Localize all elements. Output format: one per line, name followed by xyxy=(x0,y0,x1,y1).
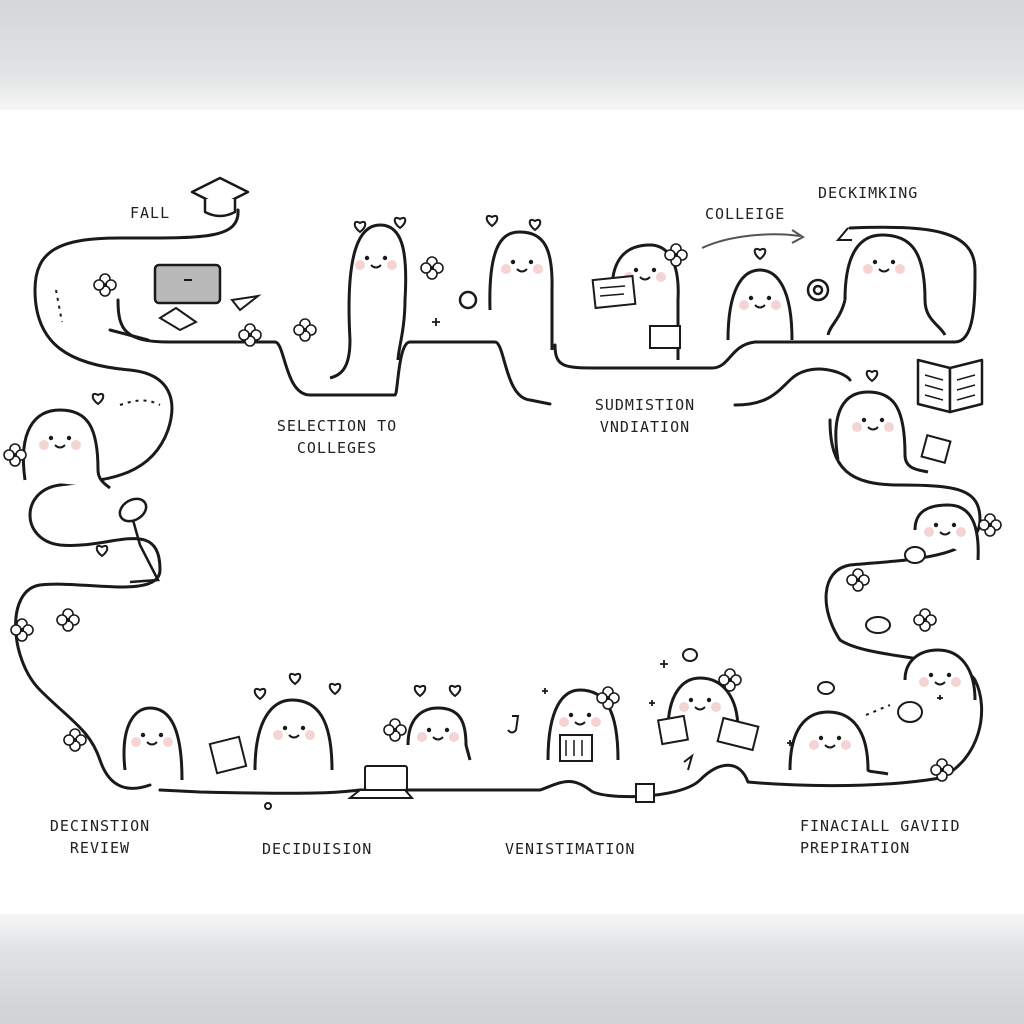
label-decision-review-line2: REVIEW xyxy=(69,839,131,857)
dot-mark xyxy=(264,802,272,810)
label-submission-line1: SUDMISTION xyxy=(594,396,696,414)
label-financial: FINACIALL GAVIID PREPIRATION xyxy=(800,815,961,859)
book-icon xyxy=(916,358,984,414)
dotted-marks xyxy=(55,289,891,716)
sparkle-icon xyxy=(432,318,943,746)
label-submission-line2: VNDIATION xyxy=(599,418,691,436)
character-heart xyxy=(488,230,554,350)
character-right-mid xyxy=(913,503,980,561)
graduation-cap-icon xyxy=(190,176,250,218)
document-icon xyxy=(208,274,952,803)
speech-bubble-icon xyxy=(682,546,926,723)
label-decision-review-line1: DECINSTION xyxy=(49,817,151,835)
label-venistimation: VENISTIMATION xyxy=(505,840,636,858)
flower-icon xyxy=(3,243,1002,782)
music-note-icon xyxy=(507,715,694,771)
character-right-low xyxy=(903,648,977,701)
arrow-icon xyxy=(701,227,852,249)
label-financial-line2: PREPIRATION xyxy=(800,839,911,857)
label-selection: SELECTION TO COLLEGES xyxy=(262,415,412,459)
character-college xyxy=(726,268,794,341)
character-deckimking xyxy=(826,233,947,336)
label-college: COLLEIGE xyxy=(705,205,786,223)
label-selection-line1: SELECTION TO xyxy=(276,417,398,435)
bottom-shadow-band xyxy=(0,914,1024,1024)
timeline-path xyxy=(14,208,983,799)
laptop-icon xyxy=(153,263,262,332)
top-shadow-band xyxy=(0,0,1024,110)
character-decidusion xyxy=(253,698,334,771)
label-fall: FALL xyxy=(130,204,171,222)
label-deckimking: DECKIMKING xyxy=(818,184,919,202)
character-financial xyxy=(788,710,889,776)
character-laptop xyxy=(406,706,472,761)
character-left-top xyxy=(21,408,111,490)
characters xyxy=(21,223,980,781)
character-book xyxy=(834,390,929,474)
label-selection-line2: COLLEGES xyxy=(296,439,378,457)
label-financial-line1: FINACIALL GAVIID xyxy=(800,817,961,835)
character-selection xyxy=(329,223,408,380)
label-decision-review: DECINSTION REVIEW xyxy=(40,815,160,859)
small-laptop-icon xyxy=(347,765,415,799)
magnifier-icon xyxy=(118,278,830,584)
character-cards xyxy=(666,676,740,731)
label-decidusion: DECIDUISION xyxy=(262,840,373,858)
label-submission: SUDMISTION VNDIATION xyxy=(570,394,720,438)
